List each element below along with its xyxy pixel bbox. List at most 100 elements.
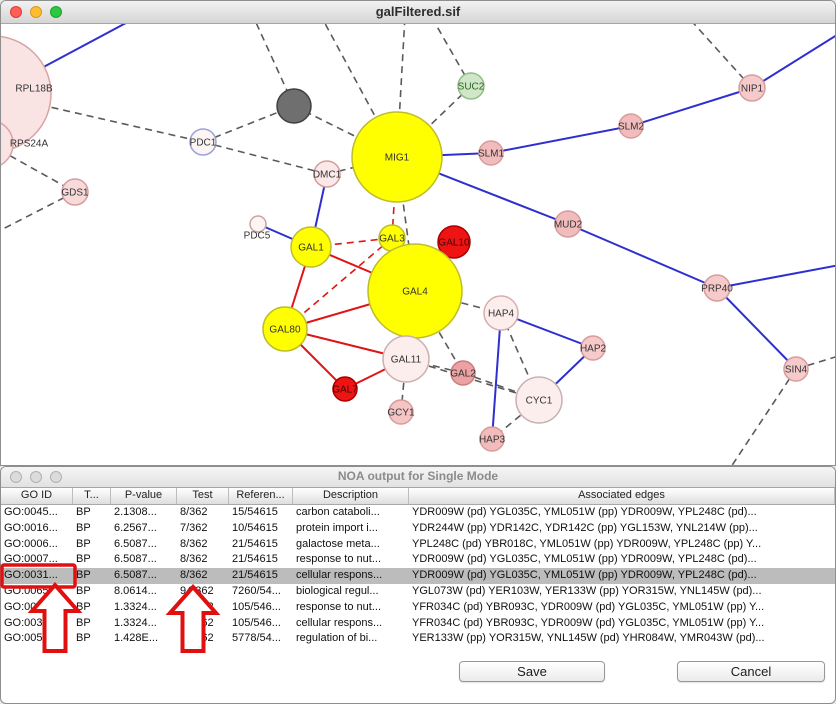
column-header[interactable]: T... [73, 488, 111, 504]
column-header[interactable]: Referen... [229, 488, 293, 504]
graph-node-SLM2[interactable] [618, 113, 644, 139]
graph-node-GAL80[interactable] [262, 306, 308, 352]
table-cell: YDR009W (pd) YGL035C, YML051W (pp) YDR00… [412, 569, 757, 582]
column-header[interactable]: Test [177, 488, 229, 504]
table-cell: 7/362 [180, 521, 208, 534]
save-button[interactable]: Save [459, 661, 605, 682]
graph-node-label-GAL2: GAL2 [450, 369, 476, 380]
graph-node-GCY1[interactable] [388, 399, 414, 425]
table-cell: 6.5087... [114, 553, 157, 566]
table-cell: GO:0031... [4, 600, 58, 613]
table-cell: protein import i... [296, 521, 378, 534]
graph-node-gray1[interactable] [276, 88, 312, 124]
graph-node-DMC1[interactable] [313, 160, 341, 188]
graph-edge [716, 264, 835, 289]
table-cell: response to nut... [296, 553, 381, 566]
graph-edge [731, 368, 797, 465]
window-controls [10, 6, 62, 18]
table-cell: BP [76, 584, 91, 597]
column-header[interactable]: P-value [111, 488, 177, 504]
table-cell: carbon cataboli... [296, 506, 380, 518]
minimize-button[interactable] [30, 6, 42, 18]
graph-node-label-DMC1: DMC1 [313, 170, 342, 181]
table-cell: 21/54615 [232, 553, 278, 566]
close-button[interactable] [10, 6, 22, 18]
table-cell: GO:0006... [4, 537, 58, 550]
graph-node-SLM1[interactable] [478, 140, 504, 166]
graph-node-HAP4[interactable] [483, 295, 519, 331]
graph-node-label-RPS24A: RPS24A [10, 139, 49, 150]
graph-node-GAL7[interactable] [332, 376, 358, 402]
table-cell: 6.5087... [114, 569, 157, 582]
graph-node-GAL11[interactable] [382, 335, 430, 383]
graph-node-PDC5[interactable] [249, 215, 267, 233]
graph-node-SUC2[interactable] [457, 72, 485, 100]
table-cell: GO:0016... [4, 521, 58, 534]
graph-node-PDC1[interactable] [189, 128, 217, 156]
graph-node-RPL18B[interactable] [1, 35, 52, 153]
graph-node-label-SLM2: SLM2 [618, 122, 645, 133]
network-window-titlebar[interactable]: galFiltered.sif [1, 1, 835, 24]
graph-node-SIN4[interactable] [783, 356, 809, 382]
graph-node-CYC1[interactable] [515, 376, 563, 424]
graph-node-MIG1[interactable] [351, 111, 443, 203]
table-cell: YGL073W (pd) YER103W, YER133W (pp) YOR31… [412, 584, 762, 597]
column-header[interactable]: Associated edges [409, 488, 835, 504]
zoom-button[interactable] [50, 471, 62, 483]
graph-edge [202, 141, 328, 175]
table-cell: response to nut... [296, 600, 381, 613]
close-button[interactable] [10, 471, 22, 483]
graph-node-RPS24A[interactable] [1, 120, 14, 168]
table-cell: GO:0031... [4, 569, 58, 582]
table-cell: 5778/54... [232, 632, 281, 645]
graph-node-HAP3[interactable] [479, 426, 505, 452]
cancel-button[interactable]: Cancel [677, 661, 825, 682]
graph-node-NIP1[interactable] [738, 74, 766, 102]
minimize-button[interactable] [30, 471, 42, 483]
graph-node-HAP2[interactable] [580, 335, 606, 361]
table-cell: BP [76, 616, 91, 629]
table-cell: 15/54615 [232, 506, 278, 518]
graph-node-GAL10[interactable] [437, 225, 471, 259]
graph-edge [202, 105, 295, 143]
graph-edge [795, 356, 835, 370]
table-cell: 8/362 [180, 569, 208, 582]
graph-edge [716, 287, 797, 370]
graph-node-PRP40[interactable] [703, 274, 731, 302]
graph-node-GAL2[interactable] [450, 360, 476, 386]
table-cell: 21/54615 [232, 537, 278, 550]
table-cell: 14/362 [180, 600, 214, 613]
table-cell: 14/362 [180, 616, 214, 629]
graph-node-label-CYC1: CYC1 [526, 396, 553, 407]
graph-edge [751, 35, 835, 89]
table-cell: 8/362 [180, 506, 208, 518]
column-header[interactable]: Description [293, 488, 409, 504]
graph-node-MUD2[interactable] [554, 210, 582, 238]
table-cell: YFR034C (pd) YBR093C, YDR009W (pd) YGL03… [412, 616, 765, 629]
noa-window-titlebar[interactable]: NOA output for Single Mode [1, 467, 835, 488]
table-cell: galactose meta... [296, 537, 380, 550]
table-cell: BP [76, 521, 91, 534]
table-cell: GO:0007... [4, 553, 58, 566]
table-cell: YER133W (pp) YOR315W, YNL145W (pd) YHR08… [412, 632, 765, 645]
graph-node-GAL1[interactable] [290, 226, 332, 268]
column-header[interactable]: GO ID [1, 488, 73, 504]
graph-node-label-HAP3: HAP3 [479, 435, 506, 446]
window-controls-inactive [10, 471, 62, 483]
zoom-button[interactable] [50, 6, 62, 18]
graph-node-GDS1[interactable] [61, 178, 89, 206]
graph-node-label-GCY1: GCY1 [387, 408, 415, 419]
